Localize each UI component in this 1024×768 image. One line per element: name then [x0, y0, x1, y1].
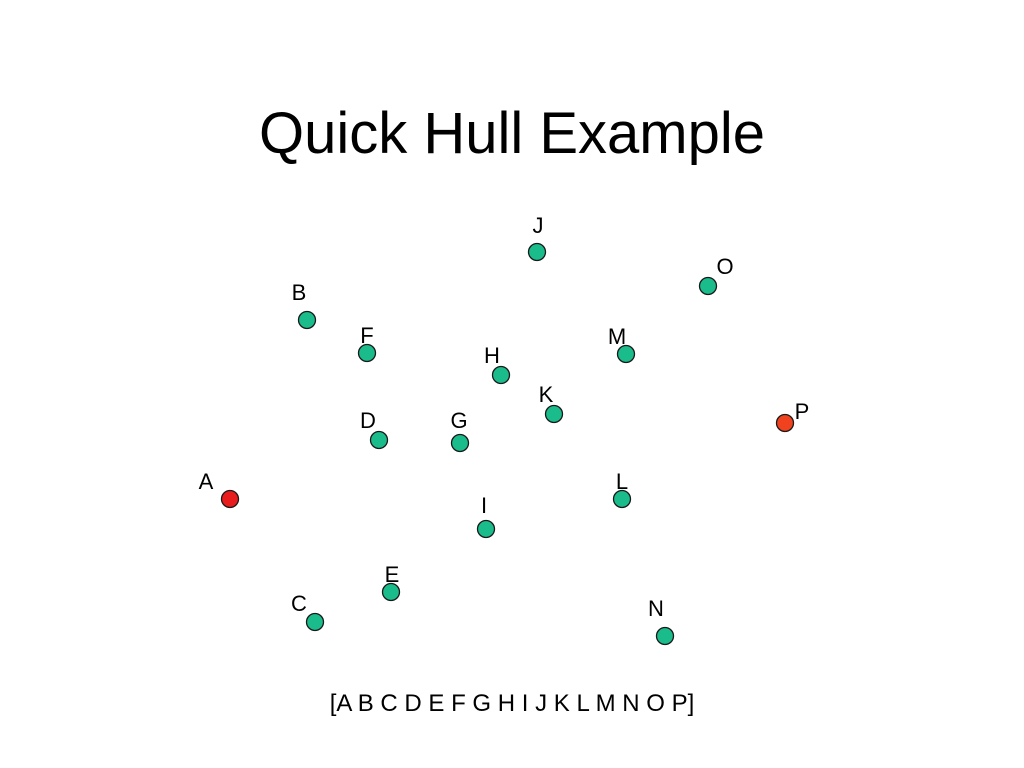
point-o: O	[698, 254, 734, 296]
point-list: [A B C D E F G H I J K L M N O P]	[329, 690, 695, 717]
point-label: E	[385, 562, 400, 587]
point-marker	[357, 343, 377, 363]
point-label: B	[292, 280, 307, 305]
point-label: G	[450, 408, 467, 433]
point-b: B	[292, 280, 317, 330]
point-marker	[381, 582, 401, 602]
point-label: D	[360, 408, 376, 433]
point-marker	[297, 310, 317, 330]
point-c: C	[291, 591, 325, 632]
point-marker	[476, 519, 496, 539]
point-g: G	[450, 408, 470, 453]
point-label: L	[616, 469, 628, 494]
point-p: P	[775, 399, 810, 433]
point-label: O	[716, 254, 733, 279]
point-marker	[775, 413, 795, 433]
point-m: M	[608, 324, 636, 364]
point-j: J	[527, 213, 547, 262]
point-a: A	[199, 469, 240, 509]
point-label: J	[533, 213, 544, 238]
point-marker	[305, 612, 325, 632]
point-label: N	[648, 596, 664, 621]
point-marker	[527, 242, 547, 262]
point-marker	[612, 489, 632, 509]
point-label: P	[795, 399, 810, 424]
point-marker	[491, 365, 511, 385]
point-label: I	[481, 493, 487, 518]
point-label: K	[539, 382, 554, 407]
point-label: C	[291, 591, 307, 616]
point-e: E	[381, 562, 401, 602]
point-label: H	[484, 343, 500, 368]
point-f: F	[357, 323, 377, 363]
point-h: H	[484, 343, 511, 385]
point-d: D	[360, 408, 389, 450]
slide-title: Quick Hull Example	[258, 101, 766, 166]
point-label: F	[360, 323, 373, 348]
points-layer: A B C D E F G H I J K L M N O P	[199, 213, 810, 646]
point-marker	[450, 433, 470, 453]
point-label: M	[608, 324, 626, 349]
point-marker	[544, 404, 564, 424]
point-marker	[655, 626, 675, 646]
point-label: A	[199, 469, 214, 494]
point-i: I	[476, 493, 496, 539]
point-k: K	[539, 382, 564, 424]
point-marker	[616, 344, 636, 364]
point-l: L	[612, 469, 632, 509]
point-marker	[698, 276, 718, 296]
point-marker	[369, 430, 389, 450]
point-marker	[220, 489, 240, 509]
point-n: N	[648, 596, 675, 646]
